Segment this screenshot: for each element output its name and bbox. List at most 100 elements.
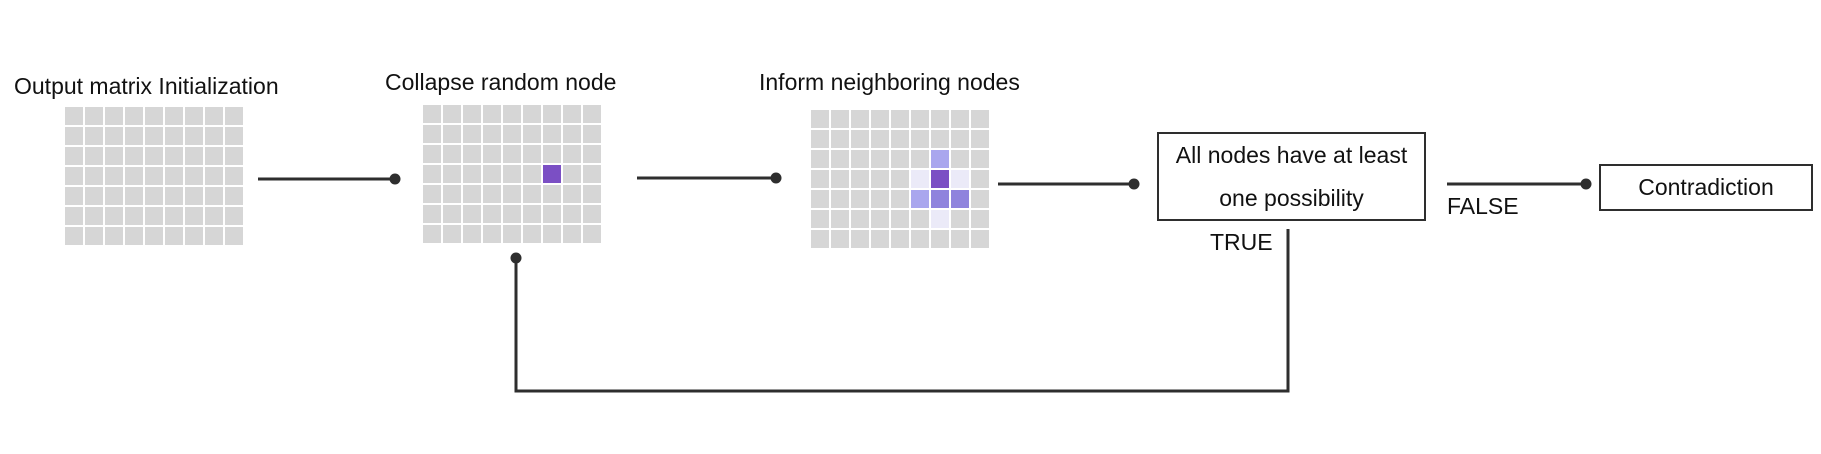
grid-cell	[811, 150, 829, 168]
grid-cell	[951, 130, 969, 148]
grid-cell	[85, 147, 103, 165]
grid-cell	[185, 227, 203, 245]
grid-cell	[105, 147, 123, 165]
grid-cell	[423, 125, 441, 143]
grid-cell	[851, 130, 869, 148]
grid-cell	[811, 110, 829, 128]
grid-cell	[423, 165, 441, 183]
grid-cell	[523, 145, 541, 163]
grid-cell	[871, 210, 889, 228]
connector-dot	[510, 252, 522, 264]
grid-cell	[871, 230, 889, 248]
grid-cell	[503, 165, 521, 183]
grid-cell	[145, 187, 163, 205]
grid-cell	[971, 230, 989, 248]
grid-cell	[503, 125, 521, 143]
grid-cell	[931, 110, 949, 128]
grid-cell	[831, 170, 849, 188]
grid-cell	[931, 230, 949, 248]
grid-cell	[165, 127, 183, 145]
grid-cell	[105, 107, 123, 125]
grid-cell	[891, 130, 909, 148]
possibility-check-text: All nodes have at least one possibility	[1175, 141, 1408, 211]
grid-cell	[563, 105, 581, 123]
grid-cell	[125, 227, 143, 245]
collapse-title: Collapse random node	[385, 69, 617, 95]
grid-cell	[165, 147, 183, 165]
grid-cell	[165, 207, 183, 225]
grid-cell	[105, 167, 123, 185]
grid-cell	[831, 130, 849, 148]
grid-cell	[523, 125, 541, 143]
grid-cell	[871, 110, 889, 128]
inform-title: Inform neighboring nodes	[759, 69, 1020, 95]
grid-cell	[225, 127, 243, 145]
grid-cell	[971, 210, 989, 228]
grid-cell	[483, 205, 501, 223]
possibility-check-box: All nodes have at least one possibility	[1157, 132, 1426, 221]
grid-cell-neighbor-faint	[911, 170, 929, 188]
grid-cell	[463, 145, 481, 163]
grid-cell	[225, 207, 243, 225]
grid-cell	[443, 125, 461, 143]
grid-cell	[871, 150, 889, 168]
grid-cell	[125, 127, 143, 145]
grid-cell	[951, 230, 969, 248]
grid-cell	[951, 150, 969, 168]
grid-cell	[543, 125, 561, 143]
grid-cell	[105, 187, 123, 205]
collapse-grid	[423, 105, 601, 243]
grid-cell	[563, 145, 581, 163]
grid-cell	[185, 147, 203, 165]
grid-cell	[851, 210, 869, 228]
grid-cell	[463, 125, 481, 143]
grid-cell	[463, 205, 481, 223]
grid-cell	[563, 205, 581, 223]
connector-dot	[1128, 178, 1140, 190]
grid-cell	[583, 165, 601, 183]
grid-cell	[205, 207, 223, 225]
edge-true-loop	[514, 229, 1290, 393]
grid-cell	[65, 107, 83, 125]
grid-cell	[831, 190, 849, 208]
grid-cell	[563, 125, 581, 143]
grid-cell	[145, 207, 163, 225]
grid-cell	[811, 230, 829, 248]
grid-cell	[423, 225, 441, 243]
grid-cell	[971, 190, 989, 208]
grid-cell	[85, 127, 103, 145]
grid-cell	[851, 230, 869, 248]
grid-cell	[851, 150, 869, 168]
grid-cell	[165, 167, 183, 185]
grid-cell	[523, 165, 541, 183]
grid-cell	[205, 167, 223, 185]
grid-cell	[225, 187, 243, 205]
grid-cell	[523, 225, 541, 243]
grid-cell	[423, 145, 441, 163]
grid-cell	[543, 205, 561, 223]
grid-cell	[185, 107, 203, 125]
contradiction-box: Contradiction	[1599, 164, 1813, 211]
grid-cell	[851, 190, 869, 208]
grid-cell	[911, 210, 929, 228]
grid-cell	[811, 130, 829, 148]
grid-cell	[443, 225, 461, 243]
grid-cell	[423, 185, 441, 203]
grid-cell	[65, 187, 83, 205]
grid-cell	[503, 105, 521, 123]
grid-cell-neighbor	[911, 190, 929, 208]
grid-cell	[583, 225, 601, 243]
grid-cell	[463, 105, 481, 123]
grid-cell	[543, 225, 561, 243]
grid-cell	[831, 110, 849, 128]
false-edge-label: FALSE	[1447, 193, 1519, 219]
grid-cell	[85, 167, 103, 185]
grid-cell	[443, 205, 461, 223]
grid-cell	[483, 145, 501, 163]
grid-cell	[105, 127, 123, 145]
grid-cell	[971, 150, 989, 168]
grid-cell	[225, 227, 243, 245]
grid-cell-neighbor-mid	[951, 190, 969, 208]
grid-cell	[225, 107, 243, 125]
